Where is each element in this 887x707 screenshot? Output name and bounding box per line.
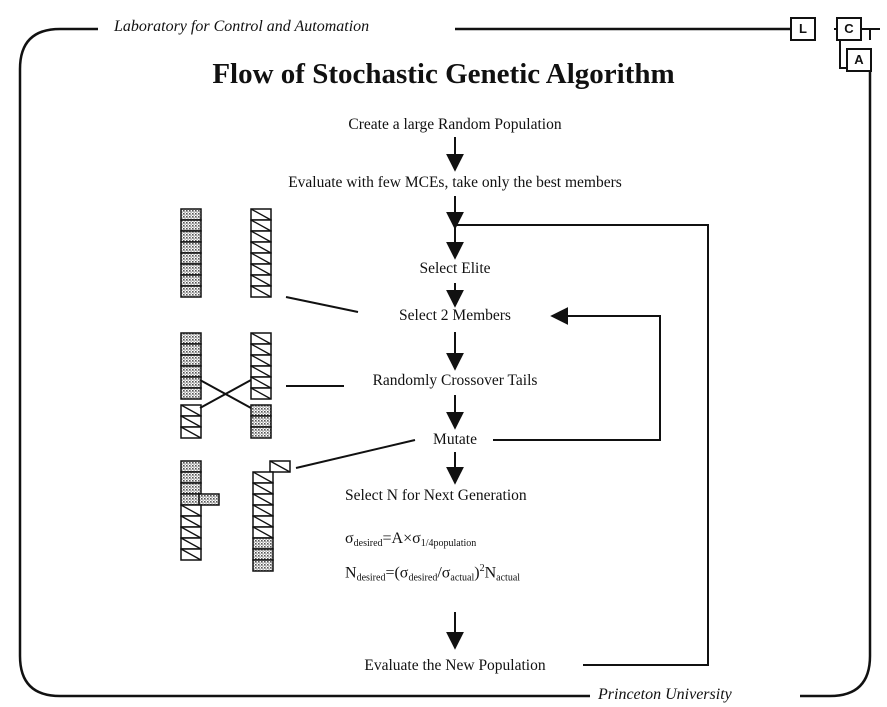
university-name: Princeton University <box>592 686 738 704</box>
chromosome-illustrations <box>180 208 291 572</box>
chromosome-parent-a-gene <box>180 219 202 232</box>
chromosome-parent-a-gene <box>180 274 202 287</box>
chromosome-parent-a-gene <box>180 285 202 298</box>
n-equation: Ndesired=(σdesired/σactual)2Nactual <box>345 563 520 583</box>
n-subscript: desired <box>356 572 386 584</box>
n-slash: /σ <box>437 564 451 582</box>
chromosome-mutant-a-tail-gene-hatch <box>180 504 202 517</box>
chromosome-cross-b-gene-hatch <box>250 387 272 400</box>
pointer-to-select <box>285 296 359 313</box>
n-exponent: 2 <box>479 563 485 574</box>
chromosome-mutant-b-tail-gene <box>252 537 274 550</box>
chromosome-parent-a-gene <box>180 241 202 254</box>
slide-frame-right <box>800 50 872 698</box>
n-close: ) <box>474 564 480 582</box>
chromosome-cross-a-gene <box>180 332 202 345</box>
generation-loop-line <box>455 224 709 666</box>
chromosome-cross-a-gene <box>180 343 202 356</box>
step-select-elite: Select Elite <box>419 260 491 277</box>
chromosome-cross-b-gene-hatch <box>250 365 272 378</box>
mutate-loop-line <box>493 307 661 441</box>
step-crossover: Randomly Crossover Tails <box>372 372 538 389</box>
chromosome-parent-b-gene-hatch <box>250 274 272 287</box>
step-evaluate-new: Evaluate the New Population <box>364 657 546 674</box>
chromosome-parent-b-gene-hatch <box>250 263 272 276</box>
chromosome-mutant-b-gene-hatch <box>252 515 274 528</box>
crossover-line-2 <box>199 379 252 409</box>
chromosome-cross-a-gene <box>180 376 202 389</box>
chromosome-mutant-a-tail-gene-hatch <box>180 548 202 561</box>
chromosome-mutant-b-shifted-gene-hatch <box>269 460 291 473</box>
chromosome-mutant-a-gene <box>180 471 202 484</box>
chromosome-mutant-b-gene-hatch <box>252 471 274 484</box>
step-mutate: Mutate <box>433 431 477 448</box>
chromosome-tail-b-gene-hatch <box>180 404 202 417</box>
chromosome-mutant-a-gene <box>180 493 202 506</box>
chromosome-mutant-a-tail-gene-hatch <box>180 526 202 539</box>
chromosome-cross-b-gene-hatch <box>250 354 272 367</box>
chromosome-mutant-b-gene-hatch <box>252 526 274 539</box>
n-mid-subscript: desired <box>408 572 438 584</box>
chromosome-mutant-b-gene-hatch <box>252 482 274 495</box>
step-create: Create a large Random Population <box>348 116 562 133</box>
chromosome-parent-a-gene <box>180 263 202 276</box>
step-select-members: Select 2 Members <box>399 307 511 324</box>
chromosome-parent-b-gene-hatch <box>250 230 272 243</box>
chromosome-mutant-b-gene-hatch <box>252 493 274 506</box>
n-mid: =(σ <box>385 564 409 582</box>
chromosome-tail-b-gene-hatch <box>180 426 202 439</box>
chromosome-mutant-a-tail-gene-hatch <box>180 515 202 528</box>
chromosome-tail-a-gene <box>250 404 272 417</box>
chromosome-parent-a-gene <box>180 230 202 243</box>
sigma-symbol: σ <box>345 530 354 547</box>
logo-letter-c: C <box>836 17 862 41</box>
chromosome-cross-a-gene <box>180 354 202 367</box>
chromosome-tail-a-gene <box>250 426 272 439</box>
chromosome-parent-b-gene-hatch <box>250 208 272 221</box>
chromosome-tail-b-gene-hatch <box>180 415 202 428</box>
chromosome-mutant-b-tail-gene <box>252 548 274 561</box>
sigma-equation: σdesired=A×σ1/4population <box>345 530 476 549</box>
n-tail-subscript: actual <box>496 572 521 584</box>
n-symbol: N <box>345 564 357 582</box>
chromosome-cross-a-gene <box>180 387 202 400</box>
slide-frame <box>18 27 590 698</box>
chromosome-cross-a-gene <box>180 365 202 378</box>
step-select-n: Select N for Next Generation <box>345 487 527 504</box>
chromosome-mutant-a-shifted-gene <box>198 493 220 506</box>
logo-letter-a: A <box>846 48 872 72</box>
chromosome-mutant-b-tail-gene <box>252 559 274 572</box>
page-title: Flow of Stochastic Genetic Algorithm <box>212 58 675 90</box>
chromosome-parent-b-gene-hatch <box>250 219 272 232</box>
lab-name: Laboratory for Control and Automation <box>108 18 376 36</box>
n-tail: N <box>484 564 497 582</box>
chromosome-mutant-a-tail-gene-hatch <box>180 537 202 550</box>
chromosome-mutant-b-gene-hatch <box>252 504 274 517</box>
chromosome-parent-b-gene-hatch <box>250 285 272 298</box>
chromosome-parent-b-gene-hatch <box>250 241 272 254</box>
chromosome-mutant-a-gene <box>180 460 202 473</box>
pointer-to-mutate <box>295 439 416 469</box>
sigma-rhs-subscript: 1/4population <box>420 538 477 549</box>
sigma-subscript: desired <box>353 538 383 549</box>
sigma-mid: =A×σ <box>382 530 421 547</box>
n-actual-subscript: actual <box>450 572 475 584</box>
chromosome-cross-b-gene-hatch <box>250 343 272 356</box>
chromosome-mutant-a-gene <box>180 482 202 495</box>
chromosome-parent-a-gene <box>180 252 202 265</box>
chromosome-tail-a-gene <box>250 415 272 428</box>
step-evaluate-initial: Evaluate with few MCEs, take only the be… <box>288 174 622 191</box>
chromosome-parent-a-gene <box>180 208 202 221</box>
chromosome-parent-b-gene-hatch <box>250 252 272 265</box>
chromosome-cross-b-gene-hatch <box>250 332 272 345</box>
logo-letter-l: L <box>790 17 816 41</box>
chromosome-cross-b-gene-hatch <box>250 376 272 389</box>
